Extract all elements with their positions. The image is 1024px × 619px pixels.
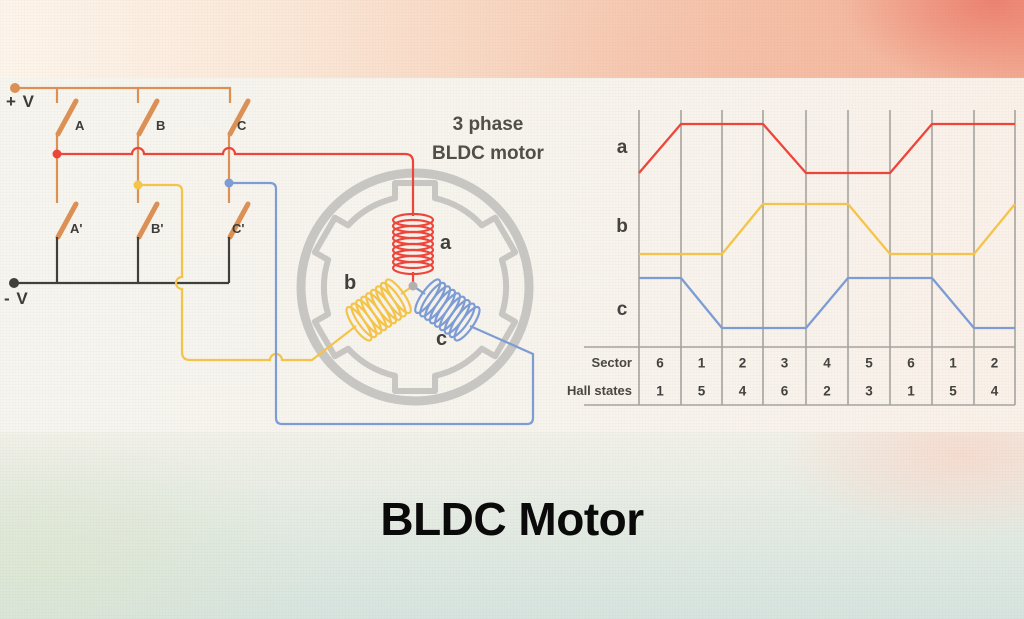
hall-state-value: 5	[698, 384, 706, 399]
waveform-a	[638, 122, 1015, 175]
hall-state-value: 4	[739, 384, 747, 399]
negative-rail-label: - V	[4, 289, 29, 308]
sector-value: 3	[781, 356, 789, 371]
motor-caption-line2: BLDC motor	[432, 143, 544, 164]
positive-bus-wire	[15, 86, 232, 103]
wave-label-c: c	[617, 299, 628, 320]
stator-gear-outline	[311, 180, 519, 394]
coil-winding-undefined	[391, 212, 435, 276]
coil-loop	[453, 305, 481, 342]
phase-a-node-dot	[52, 149, 62, 159]
hall-states-row-label: Hall states	[567, 383, 632, 398]
coil-label-a: a	[440, 232, 452, 254]
coil-label-c: c	[436, 328, 448, 350]
motor-windings	[345, 212, 481, 342]
coil-loop	[448, 302, 476, 339]
hall-state-value: 5	[949, 384, 957, 399]
waveform-c	[639, 276, 1015, 330]
sector-value: 4	[823, 356, 831, 371]
waveform-curves	[638, 122, 1016, 330]
hall-state-value: 3	[865, 384, 873, 399]
switch-label-A-prime: A'	[70, 221, 83, 236]
wave-label-b: b	[616, 216, 628, 237]
hall-state-value: 6	[781, 384, 789, 399]
sector-value: 2	[739, 356, 747, 371]
sector-value: 5	[865, 356, 873, 371]
switch-label-B: B	[156, 118, 166, 133]
switch-blades	[55, 98, 251, 240]
coil-winding-undefined	[414, 278, 481, 342]
sector-value: 6	[907, 356, 915, 371]
hall-state-value: 1	[656, 384, 664, 399]
switch-mid-wires	[55, 134, 231, 203]
switch-label-C-prime: C'	[232, 221, 245, 236]
motor-stator	[296, 168, 534, 406]
phase-c-node-dot	[224, 178, 234, 188]
coil-label-b: b	[344, 272, 357, 294]
bottom-watercolor-band	[0, 432, 1024, 619]
coil-loop	[391, 260, 435, 276]
coil-winding-undefined	[345, 278, 412, 342]
sector-value: 6	[656, 356, 664, 371]
negative-terminal-dot	[9, 278, 19, 288]
sector-value: 1	[949, 356, 957, 371]
top-watercolor-band	[0, 0, 1024, 78]
coil-loop	[350, 302, 378, 339]
hall-state-value: 2	[823, 384, 831, 399]
phase-b-node-dot	[133, 180, 143, 190]
coil-loop	[345, 305, 373, 342]
wave-label-a: a	[617, 137, 628, 158]
sector-row-label: Sector	[592, 355, 632, 370]
waveform-b	[639, 202, 1016, 256]
hall-state-value: 1	[907, 384, 915, 399]
sector-value: 1	[698, 356, 706, 371]
slide-title: BLDC Motor	[380, 493, 644, 545]
negative-bus-wire	[14, 237, 231, 285]
coil-loop	[391, 254, 435, 270]
motor-caption: 3 phase BLDC motor	[398, 110, 578, 168]
stator-outer-ring	[296, 168, 534, 406]
motor-caption-line1: 3 phase	[452, 114, 524, 135]
hall-state-value: 4	[991, 384, 999, 399]
sector-value: 2	[991, 356, 999, 371]
switch-label-A: A	[75, 118, 85, 133]
switch-label-C: C	[237, 118, 247, 133]
switch-label-B-prime: B'	[151, 221, 164, 236]
positive-terminal-dot	[10, 83, 20, 93]
winding-junction-dot	[408, 281, 418, 291]
positive-rail-label: + V	[6, 92, 35, 111]
waveform-gridlines	[584, 110, 1016, 406]
sector-table-values: 6 1 2 3 4 5 6 1 2 1 5 4 6 2 3 1 5 4	[656, 356, 999, 399]
